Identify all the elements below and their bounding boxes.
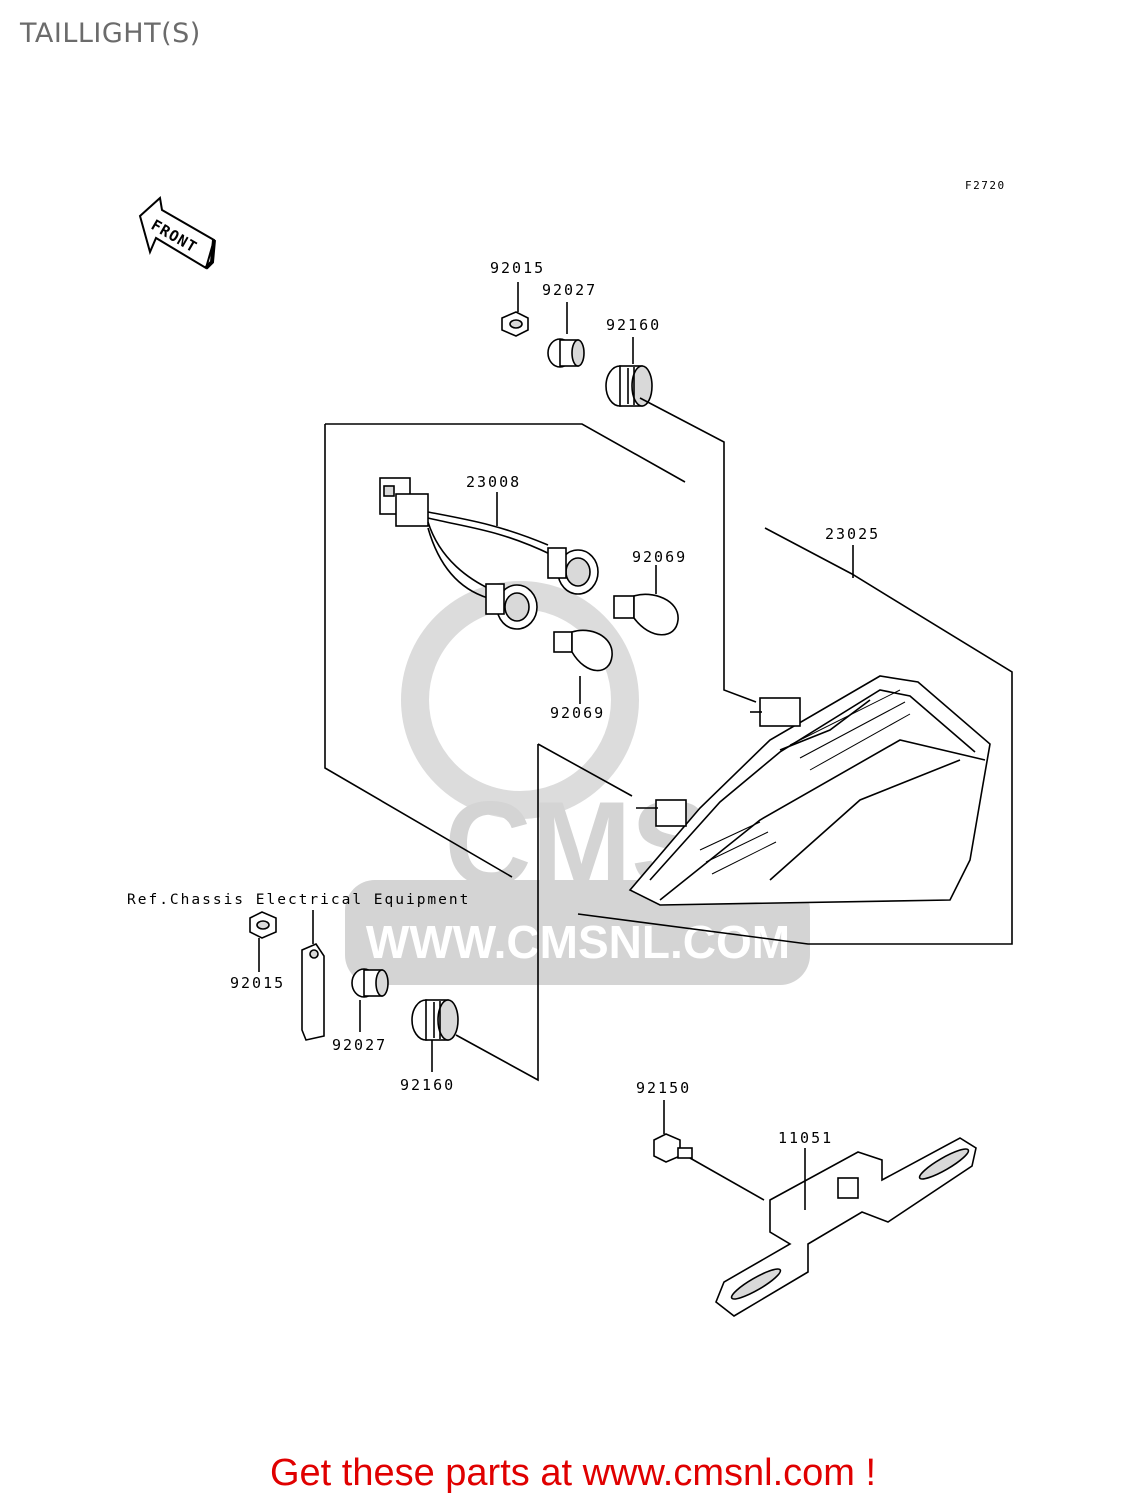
parts-diagram: CMS WWW.CMSNL.COM F2720 FRONT 92015 9202… xyxy=(127,179,1013,1317)
label-11051: 11051 xyxy=(778,1129,833,1147)
grommet-top xyxy=(605,337,653,407)
nut-bottom xyxy=(249,911,277,972)
grommet-bottom xyxy=(411,999,459,1072)
footer-promo: Get these parts at www.cmsnl.com ! xyxy=(269,1452,877,1494)
bulb-upper xyxy=(613,565,679,636)
bulb-lower xyxy=(553,629,613,704)
taillight-assembly xyxy=(628,675,991,906)
nut-top xyxy=(501,282,529,337)
label-92069-upper: 92069 xyxy=(632,548,687,566)
label-92150: 92150 xyxy=(636,1079,691,1097)
cms-watermark: CMS WWW.CMSNL.COM xyxy=(345,581,810,985)
label-92027-bottom: 92027 xyxy=(332,1036,387,1054)
bolt xyxy=(653,1100,765,1201)
collar-top xyxy=(547,302,585,368)
label-92069-lower: 92069 xyxy=(550,704,605,722)
label-92160-top: 92160 xyxy=(606,316,661,334)
ground-strap xyxy=(301,910,325,1041)
collar-bottom xyxy=(351,968,389,1032)
label-92027-top: 92027 xyxy=(542,281,597,299)
label-92015-bottom: 92015 xyxy=(230,974,285,992)
figure-code: F2720 xyxy=(965,179,1006,192)
page-title: TAILLIGHT(S) xyxy=(20,18,201,49)
front-arrow-icon: FRONT xyxy=(138,196,216,270)
reference-note: Ref.Chassis Electrical Equipment xyxy=(127,892,470,908)
watermark-url: WWW.CMSNL.COM xyxy=(366,916,790,968)
label-23025: 23025 xyxy=(825,525,880,543)
label-23008: 23008 xyxy=(466,473,521,491)
socket-harness xyxy=(379,477,599,630)
label-92160-bottom: 92160 xyxy=(400,1076,455,1094)
label-92015-top: 92015 xyxy=(490,259,545,277)
license-bracket xyxy=(715,1137,977,1317)
